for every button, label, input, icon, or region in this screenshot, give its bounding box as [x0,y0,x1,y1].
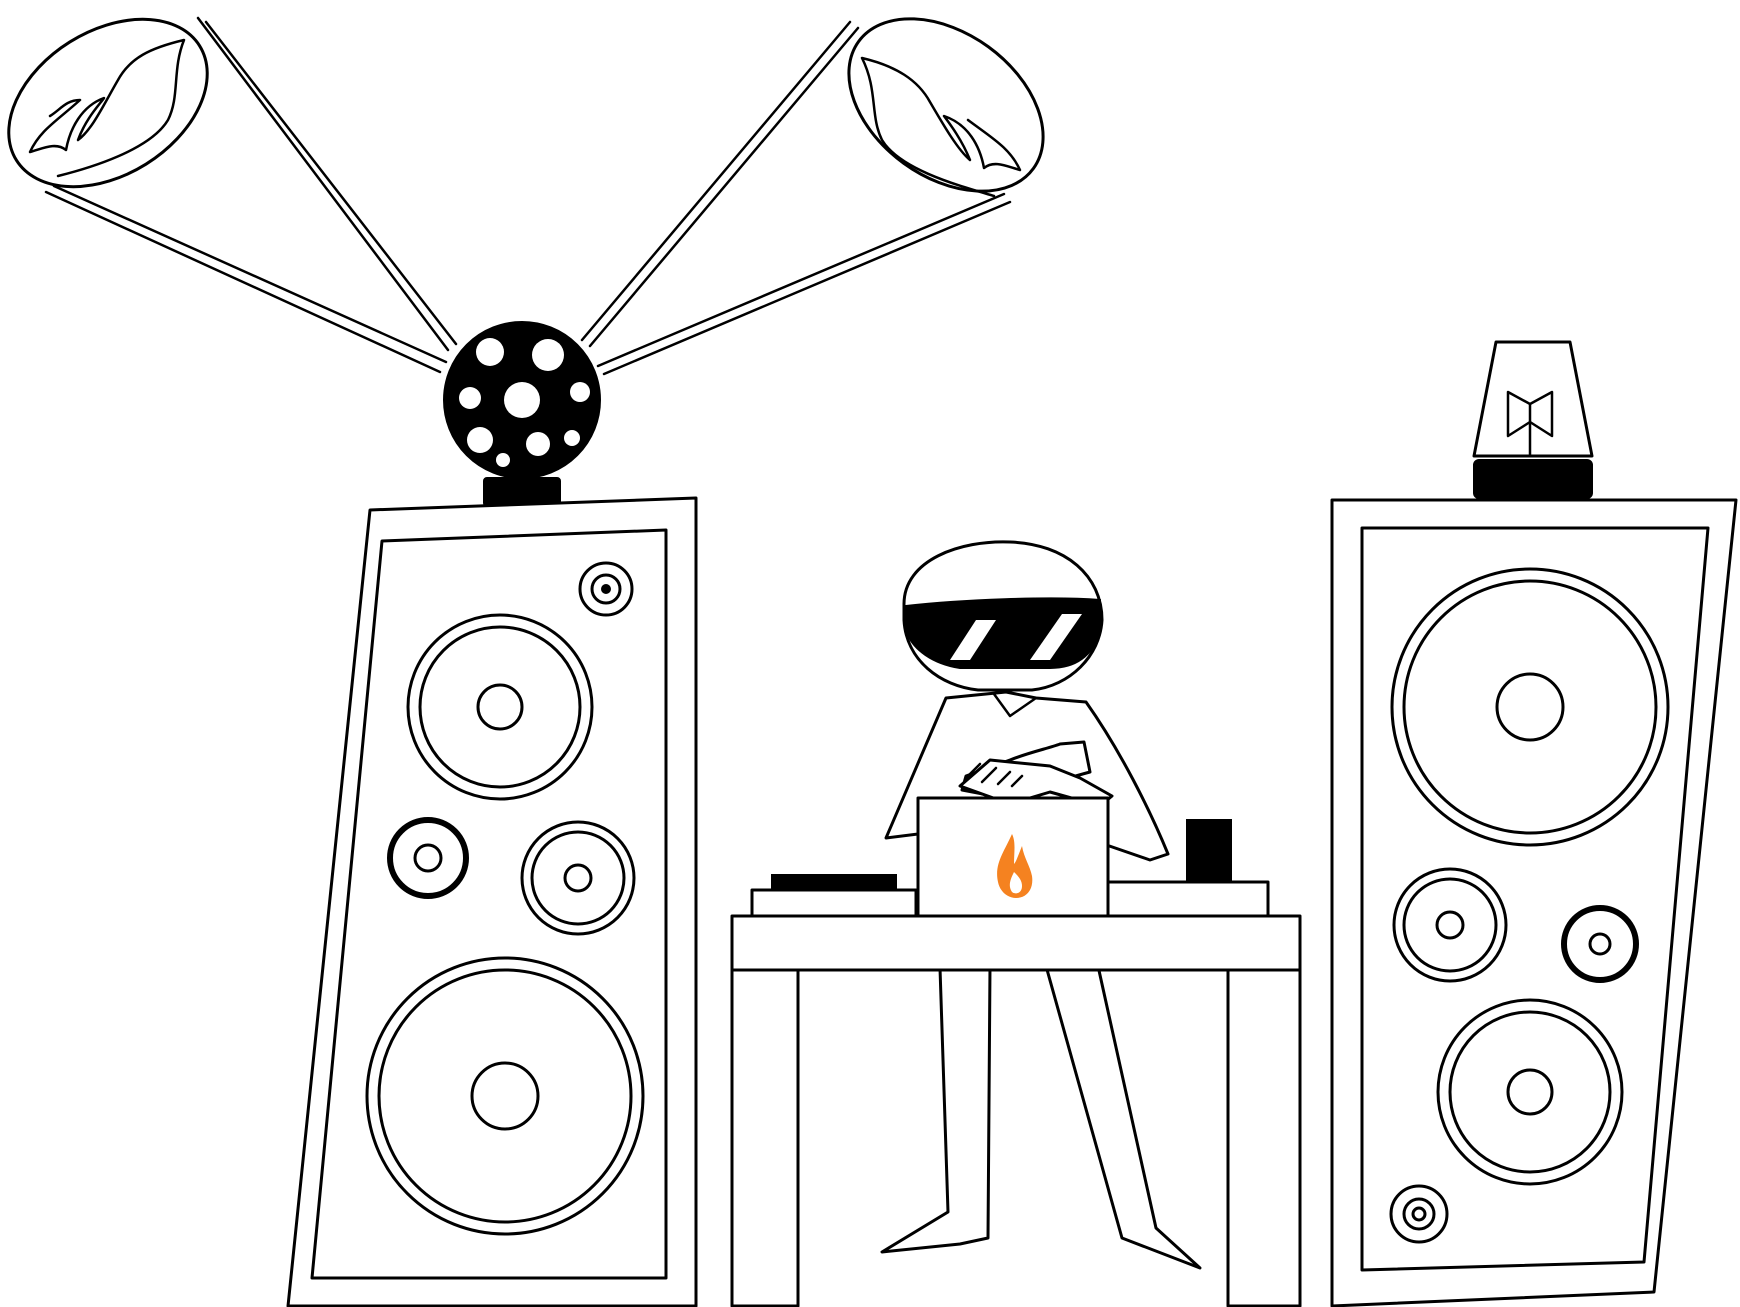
spotlight-icon [847,17,1045,193]
dj-head [902,540,1104,692]
dj-legs [880,964,1202,1270]
turntable-icon [750,874,918,918]
speaker-icon [1390,567,1670,847]
speaker-icon [1436,998,1624,1186]
laptop [916,796,1110,918]
speaker-icon [1392,867,1508,983]
flame-logo-icon [997,834,1033,898]
spotlight-right [580,17,1045,376]
siren-beacon-icon [1472,340,1594,499]
spotlight-flame-icon [860,56,1022,198]
left-speaker [286,496,698,1307]
speaker-icon [1561,905,1639,983]
speaker-icon [520,820,636,936]
spotlight-icon [7,17,209,189]
spotlight-left [7,16,458,374]
speaker-icon [406,613,594,801]
sunglasses-icon [905,597,1101,669]
speaker-icon [365,956,645,1236]
speaker-icon [387,817,469,899]
speaker-icon [578,561,634,617]
right-speaker [1330,498,1738,1307]
spotlight-flame-icon [28,38,186,178]
disco-ball-icon [443,321,601,507]
dj-table [730,914,1302,1307]
speaker-icon [1389,1184,1449,1244]
mixer-deck [1102,819,1270,918]
